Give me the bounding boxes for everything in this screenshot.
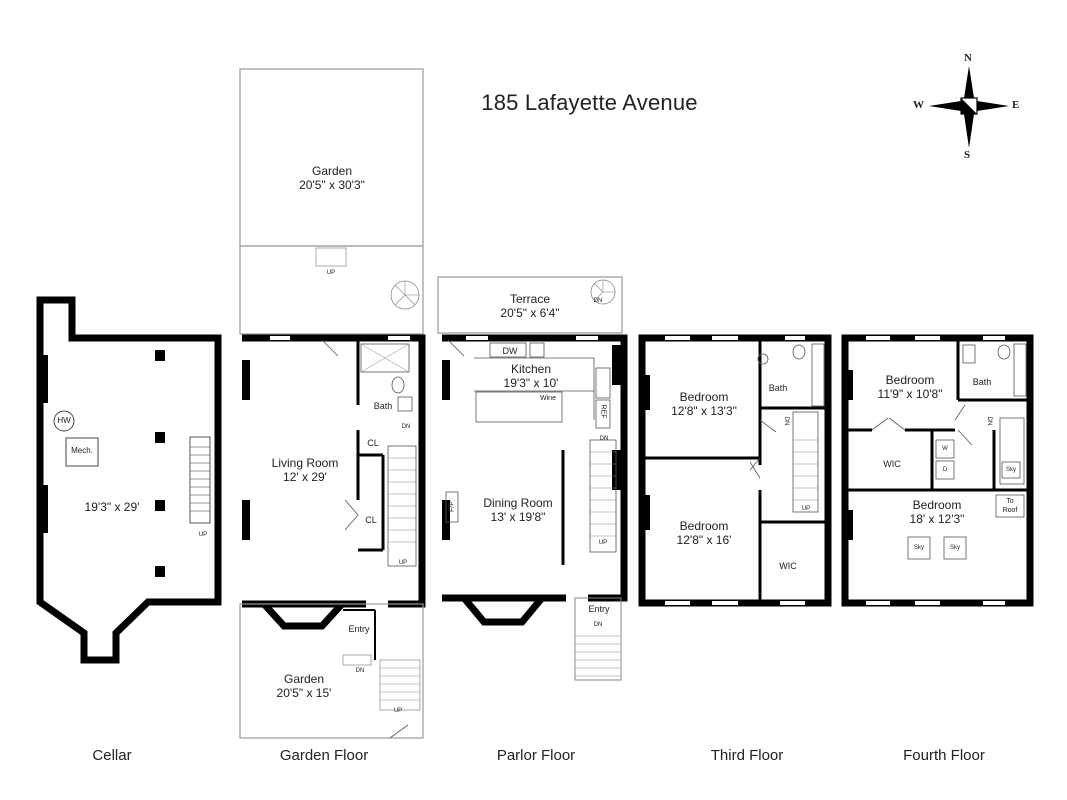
cellar-up-label: UP xyxy=(198,532,208,538)
floor-label-third: Third Floor xyxy=(710,747,784,764)
fourth-bedroom-1-dims: 11'9" x 10'8" xyxy=(877,387,943,401)
cellar-mech-label: Mech. xyxy=(71,446,93,455)
washer-label: W xyxy=(942,446,948,452)
third-bedroom-1-dims: 12'8" x 13'3" xyxy=(671,404,737,418)
fireplace-label: F/P xyxy=(448,501,456,512)
fourth-sky-1-label: Sky xyxy=(1005,467,1017,473)
parlor-entry-dn-label: DN xyxy=(593,622,603,628)
parlor-up-label: UP xyxy=(598,540,608,546)
parlor-floor-plan xyxy=(437,276,628,681)
parlor-dn-label: DN xyxy=(599,436,609,442)
fourth-bedroom-1-name: Bedroom xyxy=(885,373,935,387)
floor-label-fourth: Fourth Floor xyxy=(903,747,985,764)
third-bedroom-1-name: Bedroom xyxy=(679,390,729,404)
third-floor-plan xyxy=(638,334,832,607)
to-roof-label: To Roof xyxy=(1002,498,1018,514)
refrigerator-label: REF xyxy=(599,404,607,419)
garden-entry-label: Entry xyxy=(348,624,370,634)
compass-south-label: S xyxy=(964,149,971,161)
third-bedroom-2-name: Bedroom xyxy=(679,519,729,533)
terrace-name: Terrace xyxy=(509,292,551,306)
wine-label: Wine xyxy=(540,395,556,402)
dining-room-name: Dining Room xyxy=(483,496,553,510)
third-bath-label: Bath xyxy=(768,383,788,393)
floor-label-cellar: Cellar xyxy=(92,747,132,764)
fourth-wic-label: WIC xyxy=(883,459,901,469)
fourth-bedroom-2-name: Bedroom xyxy=(912,498,962,512)
garden-closet-1-label: CL xyxy=(367,438,379,448)
garden-floor-plan xyxy=(239,68,426,739)
compass-rose-icon xyxy=(929,66,1009,148)
fourth-dn-label: DN xyxy=(986,416,992,426)
third-wic-label: WIC xyxy=(779,561,797,571)
cellar-plan xyxy=(36,296,222,664)
cellar-dims: 19'3" x 29' xyxy=(84,500,140,514)
rear-garden-dims: 20'5" x 30'3" xyxy=(299,178,365,192)
living-room-dims: 12' x 29' xyxy=(283,470,327,484)
parlor-entry-label: Entry xyxy=(588,604,610,614)
garden-bath-label: Bath xyxy=(373,401,393,411)
title-text: 185 Lafayette Avenue xyxy=(481,90,698,115)
fourth-bedroom-2-dims: 18' x 12'3" xyxy=(909,512,965,526)
floor-label-parlor: Parlor Floor xyxy=(496,747,576,764)
dishwasher-label: DW xyxy=(502,346,518,356)
compass-north-label: N xyxy=(964,52,972,64)
front-garden-dims: 20'5" x 15' xyxy=(276,686,332,700)
rear-garden-name: Garden xyxy=(311,164,353,178)
kitchen-name: Kitchen xyxy=(510,362,552,376)
third-bedroom-2-dims: 12'8" x 16' xyxy=(676,533,732,547)
kitchen-dims: 19'3" x 10' xyxy=(503,376,559,390)
fourth-floor-plan xyxy=(841,334,1034,607)
terrace-dn-label: DN xyxy=(593,298,603,304)
compass-west-label: W xyxy=(913,99,924,111)
dining-room-dims: 13' x 19'8" xyxy=(490,510,546,524)
fourth-bath-label: Bath xyxy=(972,377,992,387)
living-room-name: Living Room xyxy=(271,456,339,470)
compass-east-label: E xyxy=(1012,99,1020,111)
front-garden-name: Garden xyxy=(283,672,325,686)
garden-entry-dn-label: DN xyxy=(355,668,365,674)
garden-stair-up-label: UP xyxy=(398,560,408,566)
garden-closet-2-label: CL xyxy=(365,515,377,525)
fourth-sky-3-label: Sky xyxy=(949,545,961,551)
third-dn-label: DN xyxy=(783,416,789,426)
fourth-sky-2-label: Sky xyxy=(913,545,925,551)
front-garden-up-label: UP xyxy=(393,708,403,714)
page-title: 185 Lafayette Avenue xyxy=(0,90,1067,116)
dryer-label: D xyxy=(942,467,948,473)
garden-dn-label: DN xyxy=(401,424,411,430)
rear-garden-up-label: UP xyxy=(326,270,336,276)
cellar-hw-label: HW xyxy=(57,416,71,425)
third-up-label: UP xyxy=(801,506,811,512)
floor-label-garden: Garden Floor xyxy=(279,747,369,764)
terrace-dims: 20'5" x 6'4" xyxy=(500,306,560,320)
